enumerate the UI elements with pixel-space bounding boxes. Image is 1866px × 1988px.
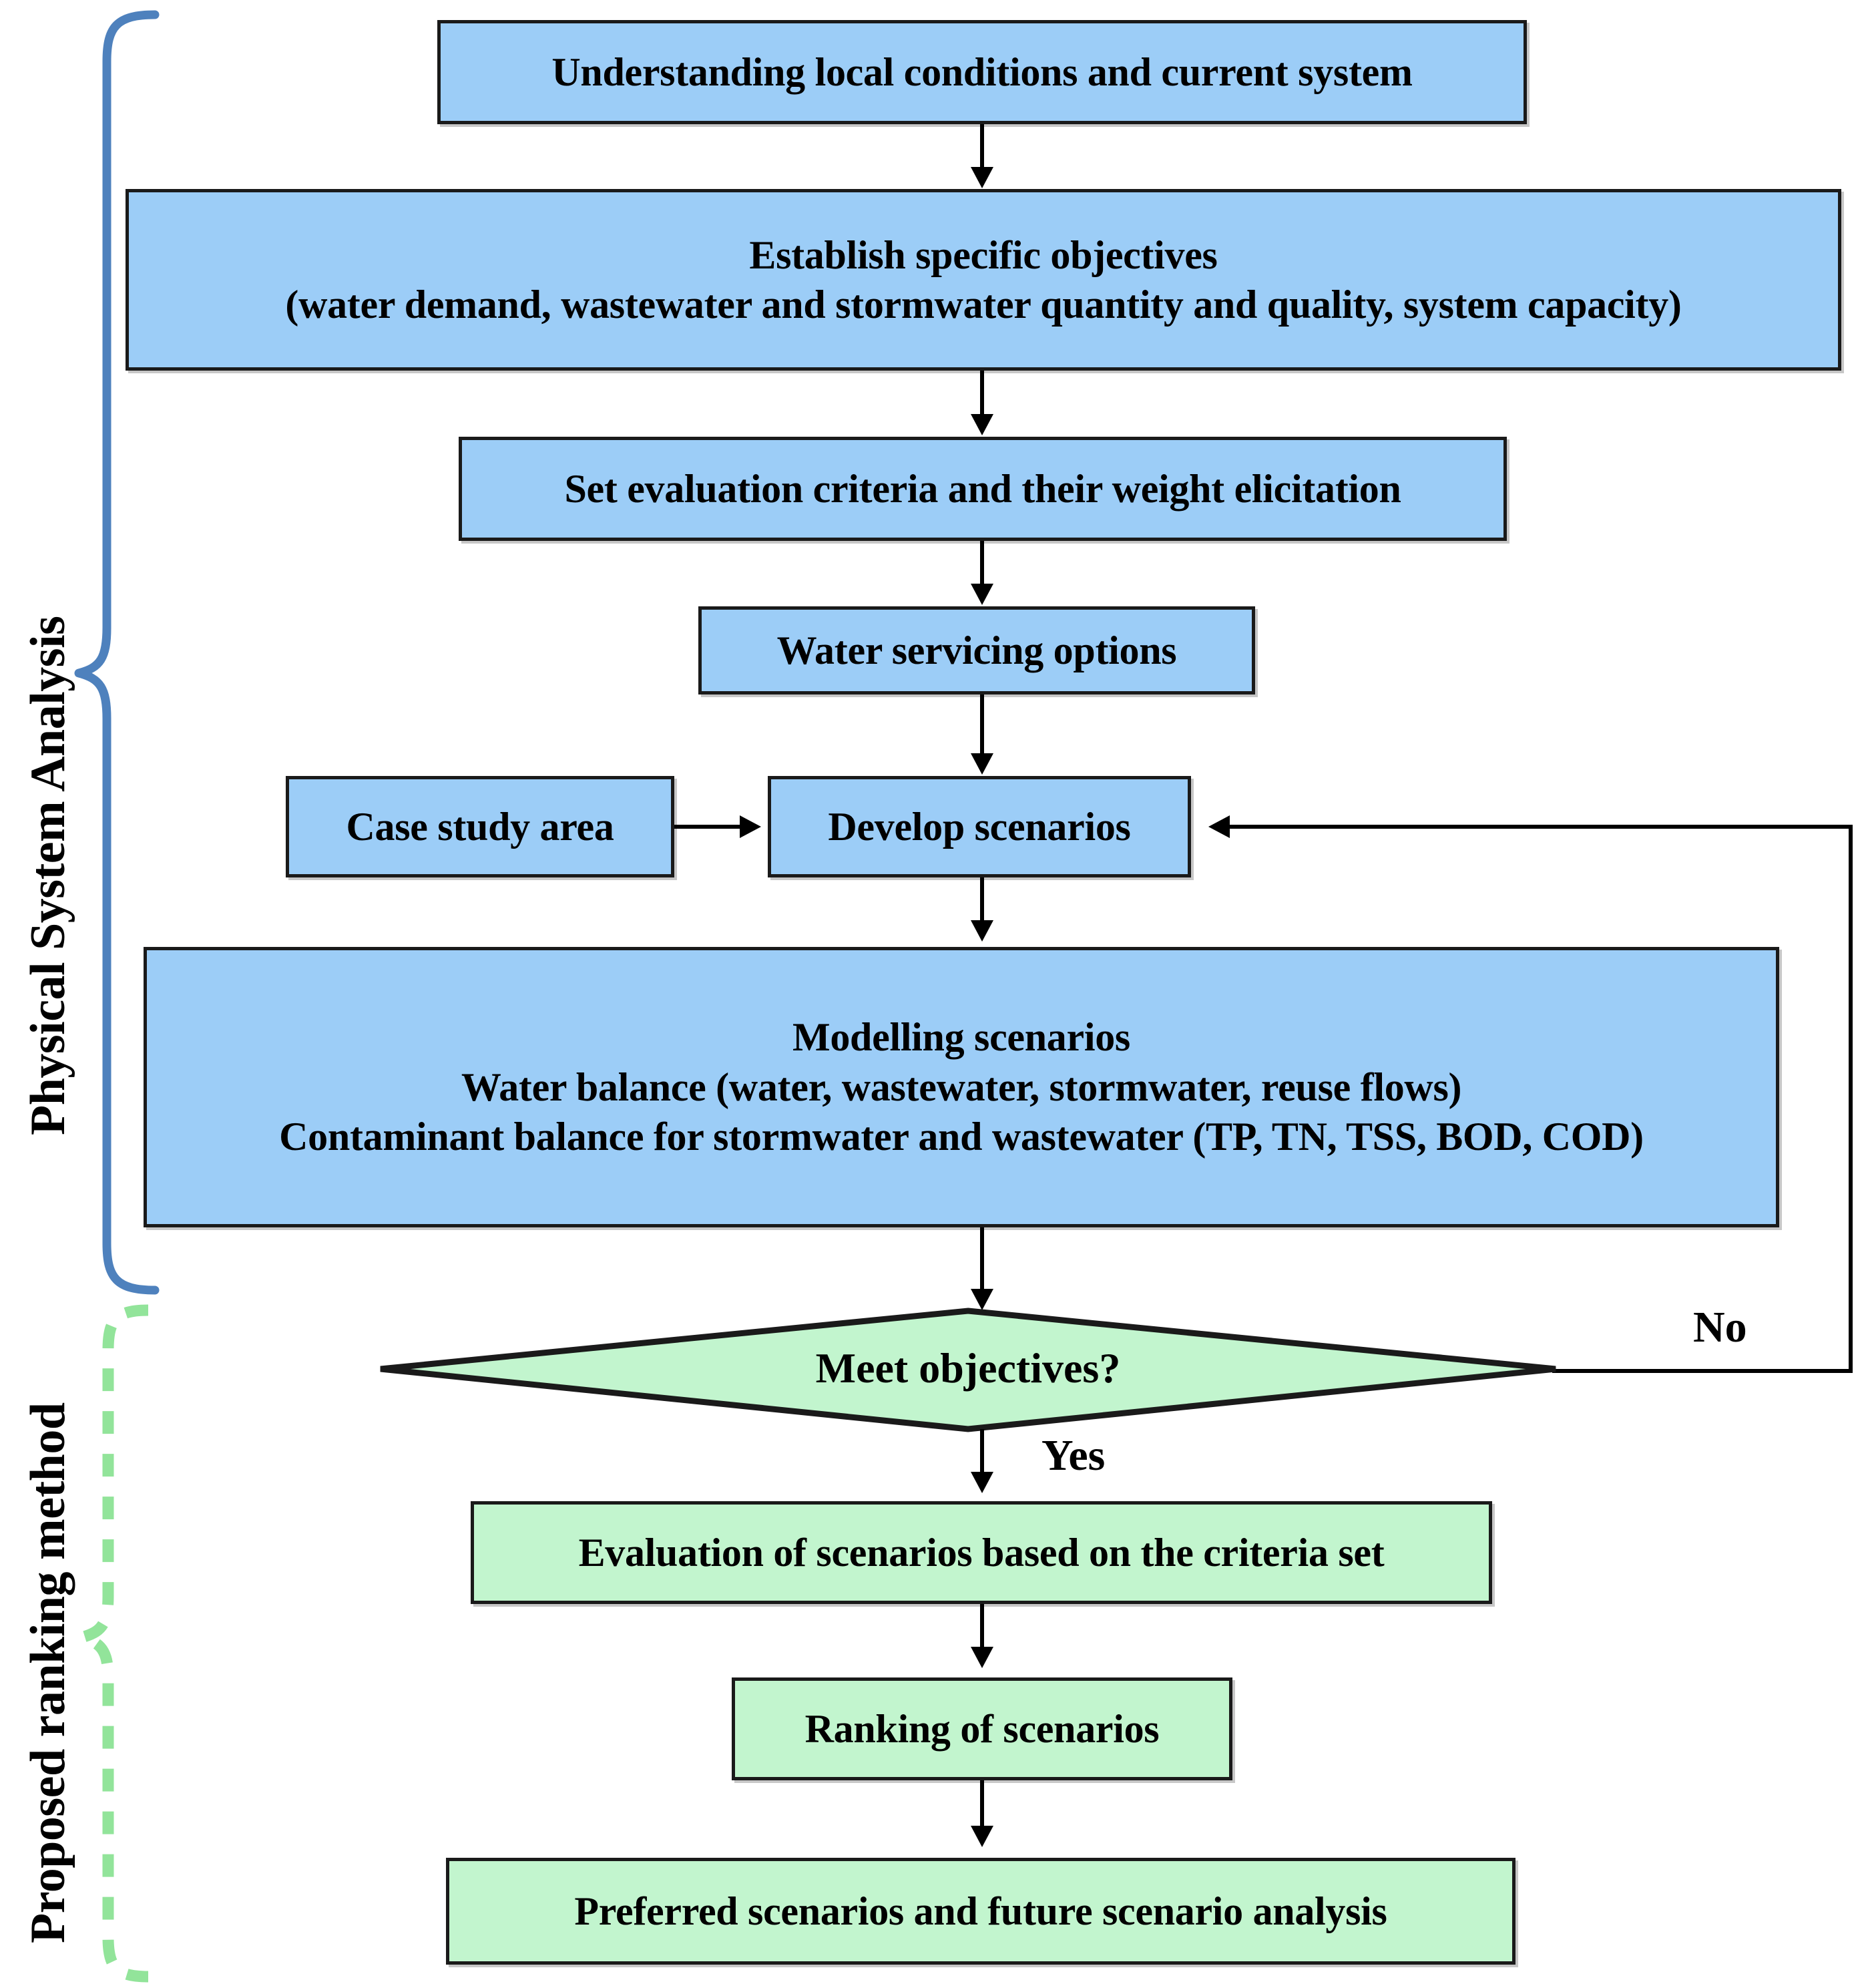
node-understanding-local-conditions[interactable]: Understanding local conditions and curre…	[437, 20, 1527, 124]
arrowhead-options-to-develop	[971, 753, 993, 775]
node-label-line-2: (water demand, wastewater and stormwater…	[285, 282, 1682, 327]
node-label: Ranking of scenarios	[804, 1706, 1160, 1751]
arrowhead-modelling-to-decision	[971, 1289, 993, 1310]
node-label-line-1: Modelling scenarios	[792, 1015, 1130, 1060]
node-establish-specific-objectives[interactable]: Establish specific objectives (water dem…	[126, 189, 1841, 371]
node-label-line-3: Contaminant balance for stormwater and w…	[279, 1115, 1644, 1159]
node-water-servicing-options[interactable]: Water servicing options	[698, 606, 1255, 694]
feedback-loop-right-segment	[1849, 825, 1853, 1373]
arrowhead-feedback-to-develop	[1208, 815, 1230, 838]
arrowhead-criteria-to-options	[971, 584, 993, 605]
connector-establish-to-criteria	[980, 371, 984, 419]
connector-develop-to-modelling	[980, 877, 984, 923]
side-label-physical-system-analysis: Physical System Analysis	[21, 616, 75, 1135]
arrowhead-evaluation-to-ranking	[971, 1647, 993, 1668]
connector-understanding-to-establish	[980, 124, 984, 172]
feedback-loop-top-segment	[1228, 825, 1853, 829]
node-label: Preferred scenarios and future scenario …	[574, 1888, 1387, 1933]
node-label: Understanding local conditions and curre…	[551, 49, 1413, 94]
arrowhead-understanding-to-establish	[971, 167, 993, 188]
brace-proposed-ranking-method	[75, 1304, 149, 1983]
arrowhead-case-study-to-develop	[740, 815, 761, 838]
node-label: Evaluation of scenarios based on the cri…	[578, 1530, 1385, 1575]
arrowhead-develop-to-modelling	[971, 920, 993, 942]
arrowhead-decision-to-evaluation	[971, 1472, 993, 1493]
connector-options-to-develop	[980, 694, 984, 757]
node-modelling-scenarios[interactable]: Modelling scenarios Water balance (water…	[144, 947, 1779, 1227]
connector-modelling-to-decision	[980, 1227, 984, 1293]
node-develop-scenarios[interactable]: Develop scenarios	[768, 776, 1191, 877]
feedback-loop-bottom-segment	[1552, 1369, 1853, 1373]
edge-label-yes: Yes	[1041, 1431, 1106, 1480]
arrowhead-ranking-to-preferred	[971, 1826, 993, 1847]
node-preferred-scenarios[interactable]: Preferred scenarios and future scenario …	[446, 1858, 1515, 1965]
node-meet-objectives-label: Meet objectives?	[815, 1344, 1121, 1392]
node-label-line-2: Water balance (water, wastewater, stormw…	[461, 1064, 1462, 1109]
node-set-evaluation-criteria[interactable]: Set evaluation criteria and their weight…	[459, 437, 1507, 541]
node-label: Water servicing options	[776, 628, 1177, 672]
connector-decision-to-evaluation	[980, 1429, 984, 1477]
connector-criteria-to-options	[980, 541, 984, 589]
edge-label-no: No	[1693, 1303, 1747, 1352]
connector-ranking-to-preferred	[980, 1780, 984, 1831]
node-evaluation-of-scenarios[interactable]: Evaluation of scenarios based on the cri…	[471, 1501, 1492, 1604]
node-label-line-1: Establish specific objectives	[749, 232, 1218, 277]
node-label: Case study area	[346, 804, 614, 849]
arrowhead-establish-to-criteria	[971, 414, 993, 435]
node-case-study-area[interactable]: Case study area	[286, 776, 674, 877]
connector-evaluation-to-ranking	[980, 1604, 984, 1652]
node-label: Set evaluation criteria and their weight…	[564, 466, 1401, 511]
node-label: Develop scenarios	[828, 804, 1131, 849]
node-ranking-of-scenarios[interactable]: Ranking of scenarios	[732, 1677, 1232, 1780]
connector-case-study-to-develop	[674, 825, 741, 829]
side-label-proposed-ranking-method: Proposed ranking method	[21, 1402, 75, 1943]
